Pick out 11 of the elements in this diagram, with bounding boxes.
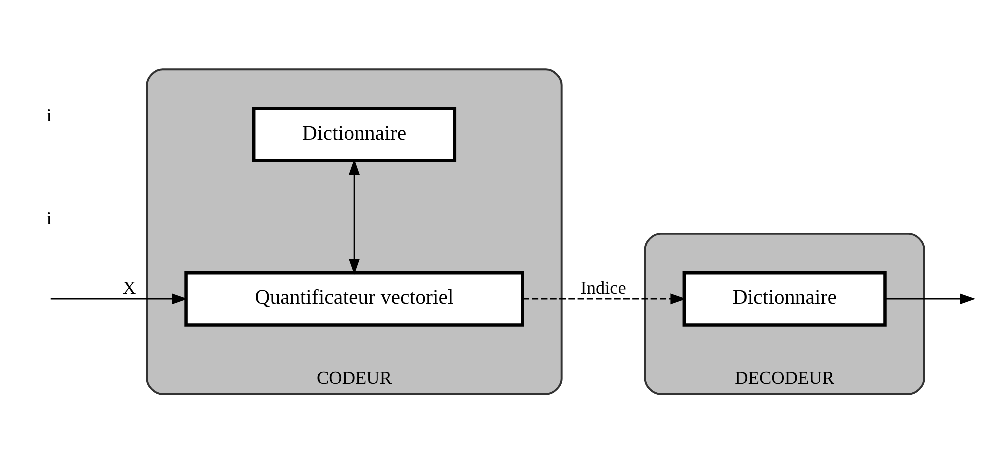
label: i [46, 208, 52, 228]
edge-label: X [122, 278, 136, 298]
arrow [349, 158, 360, 274]
arrow [886, 293, 976, 304]
node-box: Quantificateur vectoriel [184, 270, 524, 326]
arrow [50, 293, 188, 304]
edge-label: Indice [580, 278, 626, 298]
node-box: Dictionnaire [682, 270, 887, 326]
label: i [46, 104, 52, 125]
node-box: Dictionnaire [252, 106, 457, 162]
arrow [523, 293, 686, 304]
